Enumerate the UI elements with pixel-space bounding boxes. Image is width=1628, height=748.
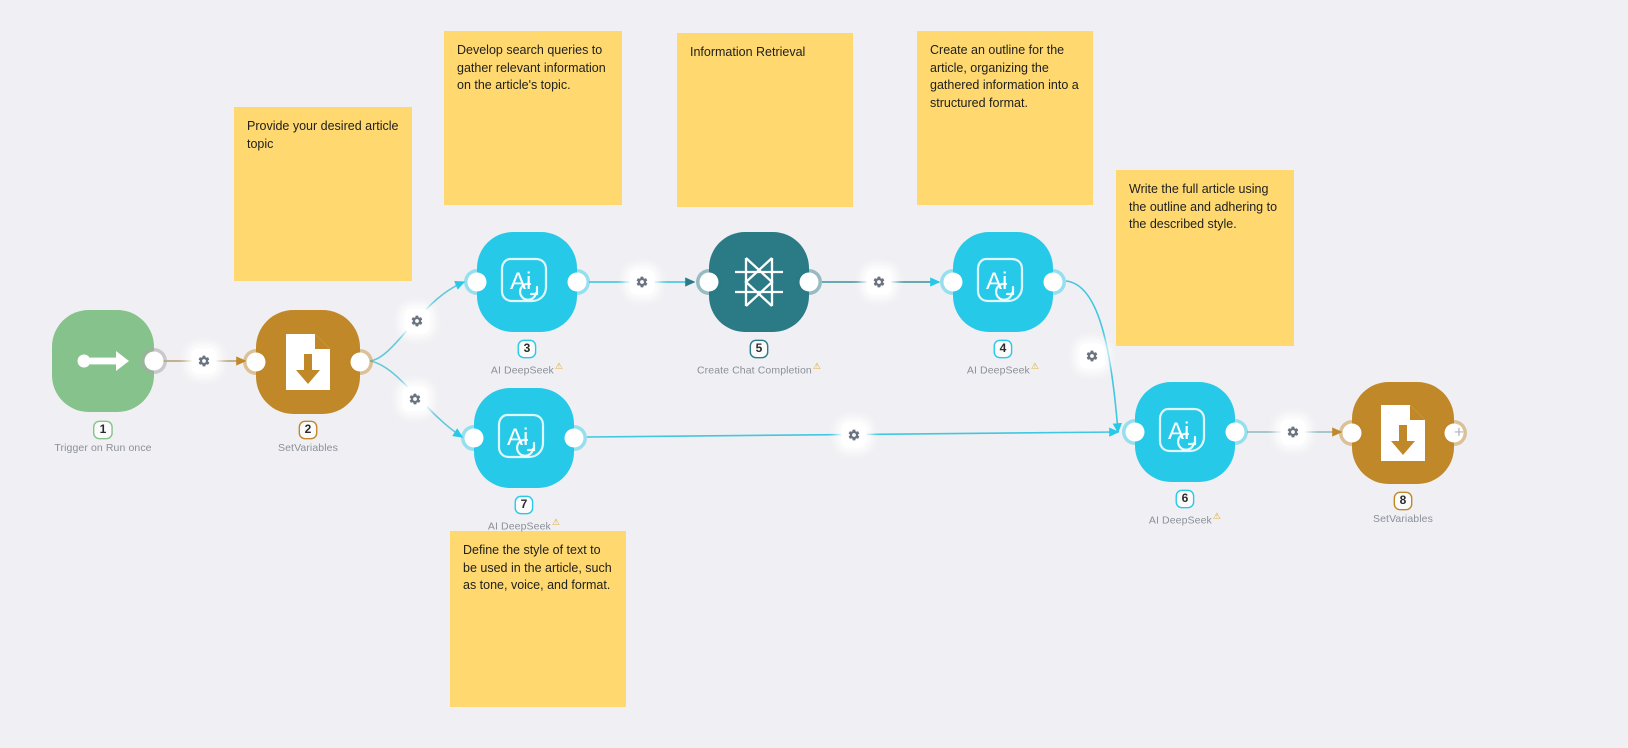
input-port[interactable] [1342,423,1362,443]
connection-gear-deepseek4-to-deepseek6[interactable] [1079,343,1105,369]
ai-agent-icon: Ai [497,413,545,459]
sticky-information-retrieval[interactable]: Information Retrieval [677,33,853,207]
node-number-badge: 7 [515,497,533,513]
node-meta: 3 AI DeepSeek⚠ [491,339,563,377]
node-body[interactable]: Ai [953,232,1053,332]
input-port[interactable] [1125,422,1145,442]
node-body[interactable]: Ai [474,388,574,488]
output-port[interactable] [1444,423,1464,443]
node-number-badge: 4 [994,341,1012,357]
output-port[interactable] [144,351,164,371]
node-ai-deepseek-3[interactable]: Ai 3 AI DeepSeek⚠ [464,232,590,377]
node-number-badge: 6 [1176,491,1194,507]
output-port[interactable] [567,272,587,292]
file-download-icon [286,334,330,390]
gear-icon [848,429,860,441]
warning-icon: ⚠ [812,361,822,371]
input-port[interactable] [699,272,719,292]
warning-icon: ⚠ [551,517,561,527]
gear-icon [873,276,885,288]
node-number-badge: 1 [94,422,112,438]
node-setvariables-2[interactable]: 2 SetVariables [243,310,373,454]
input-port[interactable] [467,272,487,292]
node-number-badge: 3 [518,341,536,357]
gear-icon [636,276,648,288]
input-port[interactable] [943,272,963,292]
node-body[interactable] [709,232,809,332]
node-body[interactable] [52,310,154,412]
add-node-button[interactable]: + [1451,424,1468,441]
connection-gear-deepseek3-to-chat[interactable] [629,269,655,295]
output-port[interactable] [1225,422,1245,442]
warning-icon: ⚠ [1212,511,1222,521]
svg-text:Ai: Ai [507,424,528,451]
node-setvariables-8[interactable]: 8 SetVariables [1339,382,1467,525]
gear-icon [1287,426,1299,438]
node-label: SetVariables [1373,513,1433,525]
node-number-badge: 8 [1394,493,1412,509]
output-port[interactable] [799,272,819,292]
node-create-chat-completion-5[interactable]: 5 Create Chat Completion⚠ [696,232,822,377]
node-meta: 4 AI DeepSeek⚠ [967,339,1039,377]
sticky-article-topic[interactable]: Provide your desired article topic [234,107,412,281]
play-arrow-icon [77,351,129,371]
svg-text:Ai: Ai [510,268,531,295]
sticky-define-style[interactable]: Define the style of text to be used in t… [450,531,626,707]
mistral-star-icon [735,257,783,307]
node-label: AI DeepSeek⚠ [490,361,564,377]
node-label: SetVariables [278,442,338,454]
connection-gear-deepseek7-to-deepseek6[interactable] [841,422,867,448]
output-port[interactable] [1043,272,1063,292]
output-port[interactable] [564,428,584,448]
node-number-badge: 2 [299,422,317,438]
ai-agent-icon: Ai [976,257,1024,303]
node-ai-deepseek-7[interactable]: Ai 7 AI DeepSeek⚠ [461,388,587,533]
svg-text:Ai: Ai [986,268,1007,295]
connection-gear-setvariables-to-deepseek7[interactable] [402,386,428,412]
node-label: AI DeepSeek⚠ [487,517,561,533]
warning-icon: ⚠ [554,361,564,371]
node-body[interactable] [256,310,360,414]
gear-icon [409,393,421,405]
connection-gear-deepseek6-to-setvariables8[interactable] [1280,419,1306,445]
node-label: AI DeepSeek⚠ [1148,511,1222,527]
file-download-icon [1381,405,1425,461]
node-meta: 7 AI DeepSeek⚠ [488,495,560,533]
node-label: Trigger on Run once [54,442,152,454]
node-meta: 8 SetVariables [1373,491,1433,525]
ai-agent-icon: Ai [500,257,548,303]
ai-agent-icon: Ai [1158,407,1206,453]
node-meta: 6 AI DeepSeek⚠ [1149,489,1221,527]
node-meta: 1 Trigger on Run once [54,420,152,454]
input-port[interactable] [246,352,266,372]
node-body[interactable] [1352,382,1454,484]
input-port[interactable] [464,428,484,448]
node-trigger-on-run-once[interactable]: 1 Trigger on Run once [52,310,167,454]
connection-gear-trigger-to-setvariables[interactable] [191,348,217,374]
node-ai-deepseek-6[interactable]: Ai 6 AI DeepSeek⚠ [1122,382,1248,527]
output-port[interactable] [350,352,370,372]
connection-gear-chat-to-deepseek4[interactable] [866,269,892,295]
svg-text:Ai: Ai [1168,418,1189,445]
plus-icon: + [1454,422,1464,442]
sticky-search-queries[interactable]: Develop search queries to gather relevan… [444,31,622,205]
sticky-write-article[interactable]: Write the full article using the outline… [1116,170,1294,346]
sticky-create-outline[interactable]: Create an outline for the article, organ… [917,31,1093,205]
node-number-badge: 5 [750,341,768,357]
node-meta: 5 Create Chat Completion⚠ [697,339,821,377]
warning-icon: ⚠ [1030,361,1040,371]
node-label: Create Chat Completion⚠ [696,361,822,377]
node-body[interactable]: Ai [477,232,577,332]
node-ai-deepseek-4[interactable]: Ai 4 AI DeepSeek⚠ [940,232,1066,377]
gear-icon [411,315,423,327]
node-body[interactable]: Ai [1135,382,1235,482]
gear-icon [1086,350,1098,362]
node-meta: 2 SetVariables [278,420,338,454]
connection-gear-setvariables-to-deepseek3[interactable] [404,308,430,334]
gear-icon [198,355,210,367]
node-label: AI DeepSeek⚠ [966,361,1040,377]
